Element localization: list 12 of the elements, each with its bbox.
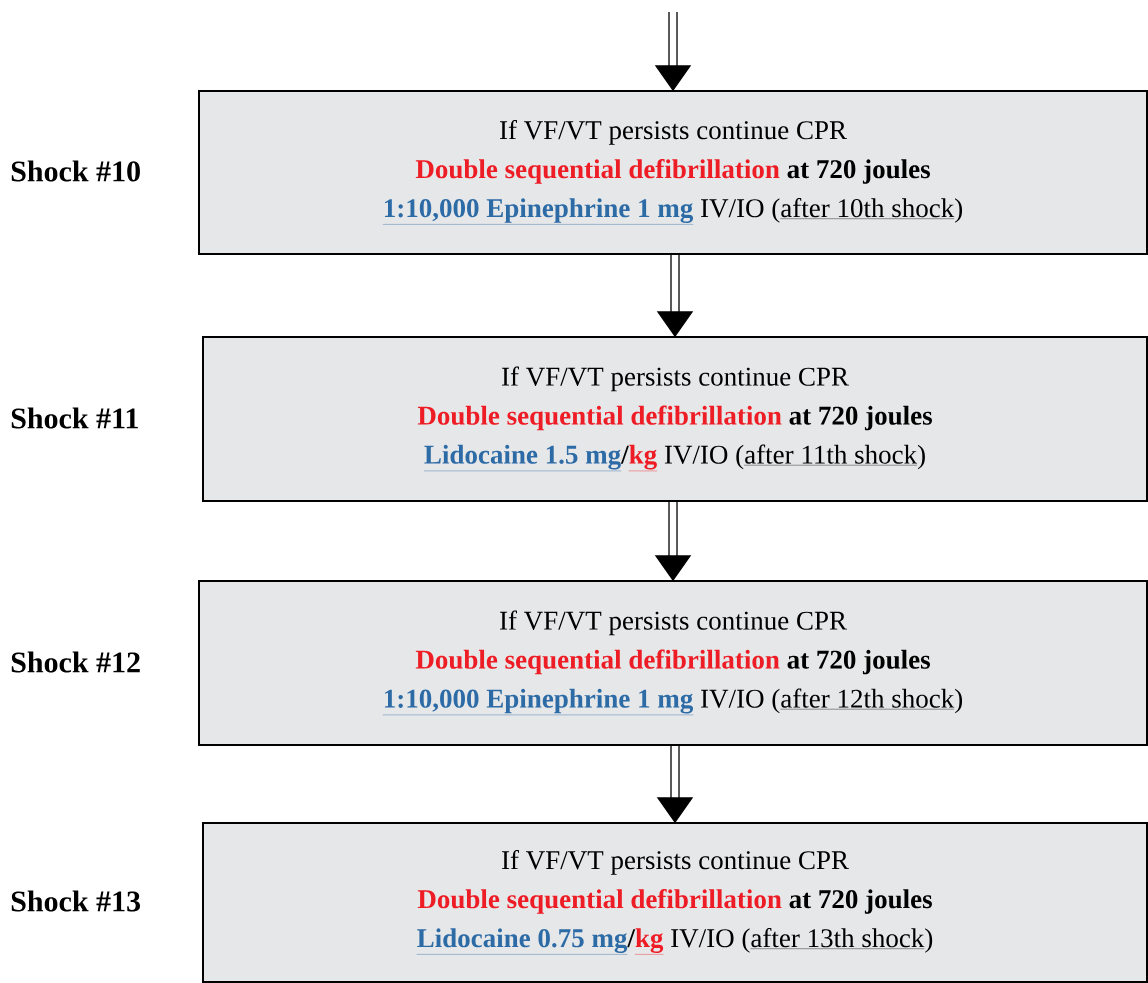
shock-label: Shock #12 [11, 651, 140, 673]
process-box: If VF/VT persists continue CPR Double sequential defibrillation at 720 joules Lidocaine 0.75 mg/kg IV/IO (after 13th shock) [202, 822, 1148, 983]
shock-label: Shock #13 [11, 890, 141, 912]
arrow [656, 745, 694, 824]
process-box: If VF/VT persists continue CPR Double sequential defibrillation at 720 joules 1:10,000 Epinephrine 1 mg IV/IO (after 10th shock) [198, 90, 1148, 255]
arrow [656, 254, 694, 338]
arrow [654, 11, 692, 92]
shock-label: Shock #10 [11, 160, 140, 182]
process-box: If VF/VT persists continue CPR Double sequential defibrillation at 720 joules 1:10,000 Epinephrine 1 mg IV/IO (after 12th shock) [198, 580, 1148, 746]
arrow [654, 501, 692, 582]
shock-label: Shock #11 [11, 407, 138, 429]
process-box: If VF/VT persists continue CPR Double sequential defibrillation at 720 joules Lidocaine 1.5 mg/kg IV/IO (after 11th shock) [202, 336, 1148, 502]
